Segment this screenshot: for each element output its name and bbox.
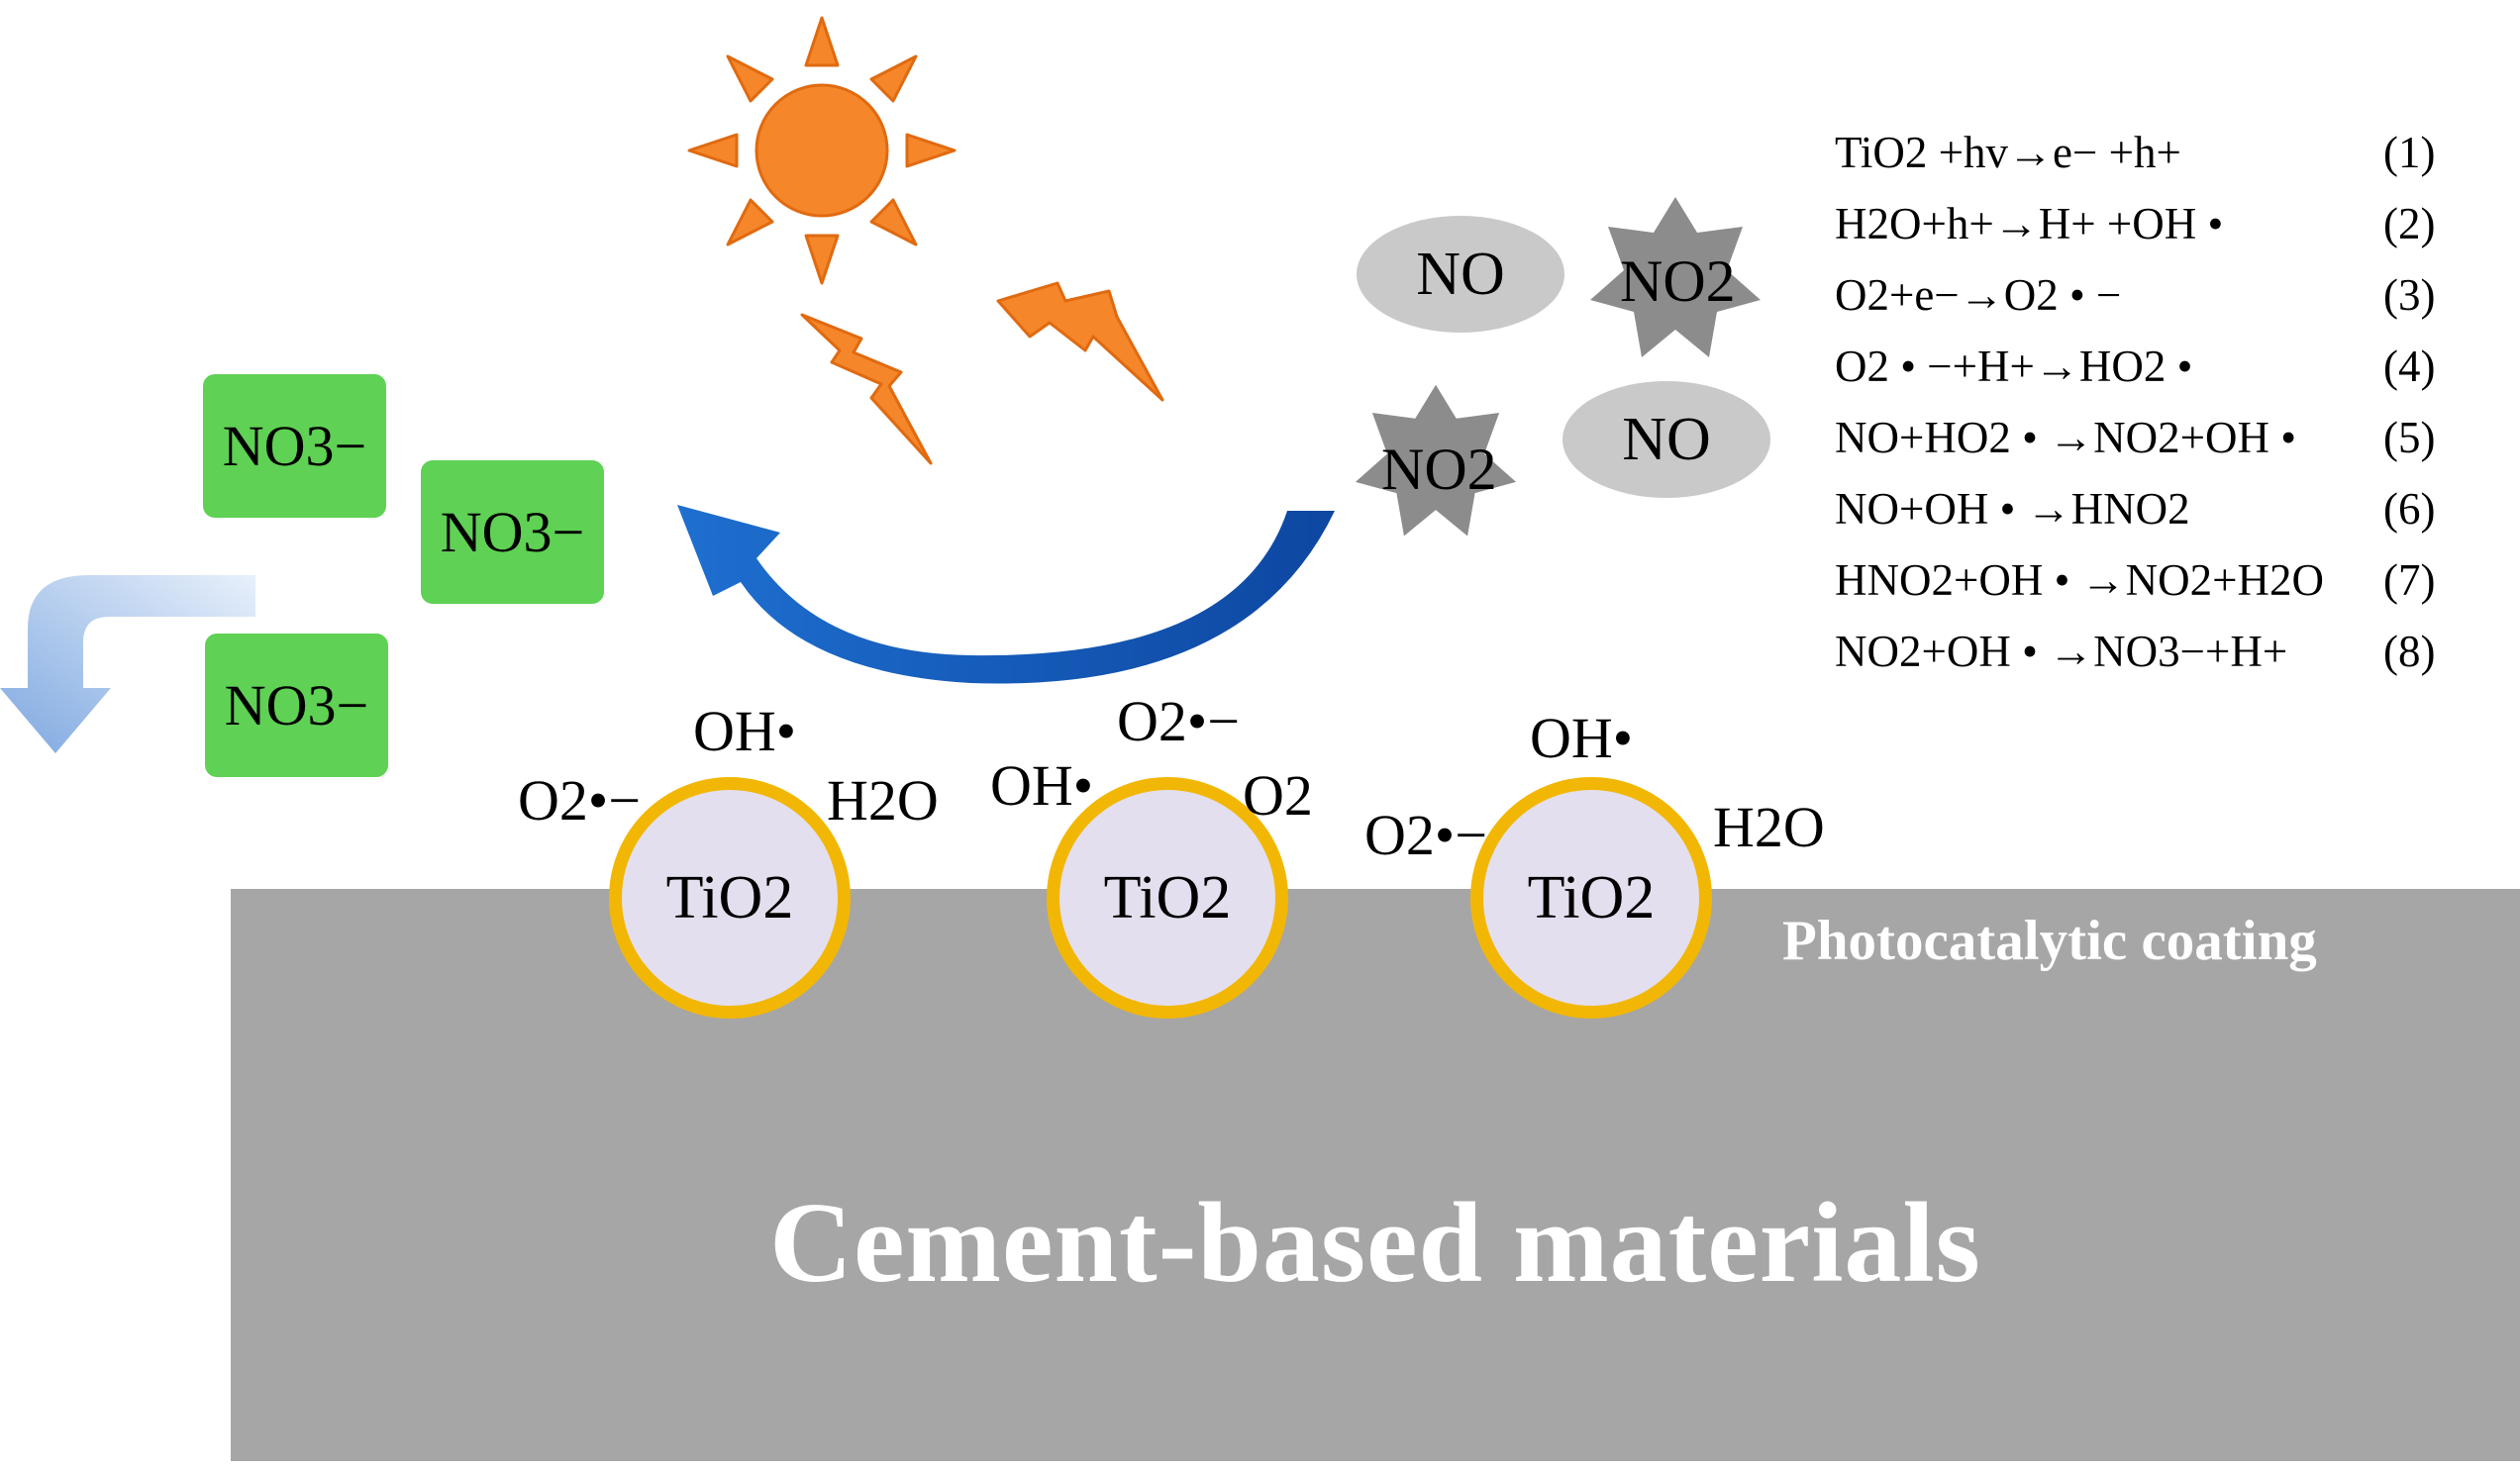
no-molecule: NO bbox=[1562, 381, 1770, 498]
no-molecule: NO bbox=[1357, 216, 1564, 333]
no2-star-shape bbox=[1355, 384, 1517, 537]
o2-radical-label: O2•− bbox=[1364, 803, 1487, 867]
nitrate-label: NO3− bbox=[440, 500, 585, 564]
sun-icon bbox=[687, 16, 957, 285]
cement-substrate bbox=[231, 889, 2520, 1461]
nitrate-label: NO3− bbox=[222, 414, 367, 478]
equation-number: (1) bbox=[2383, 128, 2436, 177]
equation-number: (3) bbox=[2383, 270, 2436, 320]
equation-text: TiO2 +hv→e− +h+ bbox=[1835, 128, 2181, 177]
no-label: NO bbox=[1622, 405, 1711, 473]
substrate-label: Cement-based materials bbox=[769, 1180, 1981, 1307]
particle-label: TiO2 bbox=[1103, 863, 1232, 931]
tio2-particle: TiO2 bbox=[1470, 777, 1712, 1019]
release-arrow-icon bbox=[0, 575, 255, 753]
nitrate-label: NO3− bbox=[224, 673, 369, 737]
equation-number: (8) bbox=[2383, 627, 2436, 676]
o2-radical-label: O2•− bbox=[1117, 689, 1240, 753]
particle-label: TiO2 bbox=[665, 863, 794, 931]
lightning-icon bbox=[800, 313, 933, 465]
o2-label: O2 bbox=[1243, 763, 1313, 828]
oh-radical-label: OH• bbox=[1530, 706, 1634, 770]
lightning-icon bbox=[996, 281, 1164, 402]
equation-text: NO+OH • →HNO2 bbox=[1835, 484, 2190, 534]
oh-radical-label: OH• bbox=[990, 753, 1094, 818]
particle-label: TiO2 bbox=[1527, 863, 1656, 931]
no2-star-shape bbox=[1590, 197, 1761, 357]
no2-label: NO2 bbox=[1620, 248, 1736, 314]
nitrate-box: NO3− bbox=[205, 634, 388, 777]
equation-number: (7) bbox=[2383, 555, 2436, 605]
equation-number: (5) bbox=[2383, 413, 2436, 462]
equation-number: (2) bbox=[2383, 199, 2436, 248]
equation-text: O2+e−→O2 • − bbox=[1835, 270, 2122, 320]
equation-text: HNO2+OH • →NO2+H2O bbox=[1835, 555, 2324, 605]
h2o-label: H2O bbox=[827, 768, 939, 833]
nitrate-box: NO3− bbox=[203, 374, 386, 518]
no-label: NO bbox=[1416, 240, 1505, 308]
equation-text: H2O+h+→H+ +OH • bbox=[1835, 199, 2224, 248]
equation-text: O2 • −+H+→HO2 • bbox=[1835, 342, 2193, 391]
o2-radical-label: O2•− bbox=[518, 768, 641, 833]
nitrate-box: NO3− bbox=[421, 460, 604, 604]
equation-number: (6) bbox=[2383, 484, 2436, 534]
equation-number: (4) bbox=[2383, 342, 2436, 391]
oh-radical-label: OH• bbox=[693, 699, 797, 763]
tio2-particle: TiO2 bbox=[609, 777, 851, 1019]
no2-label: NO2 bbox=[1381, 437, 1497, 502]
curved-arrow-icon bbox=[677, 505, 1335, 684]
h2o-label: H2O bbox=[1713, 795, 1825, 859]
coating-label: Photocatalytic coating bbox=[1782, 910, 2317, 972]
equation-text: NO+HO2 • →NO2+OH • bbox=[1835, 413, 2296, 462]
equation-text: NO2+OH • →NO3−+H+ bbox=[1835, 627, 2288, 676]
